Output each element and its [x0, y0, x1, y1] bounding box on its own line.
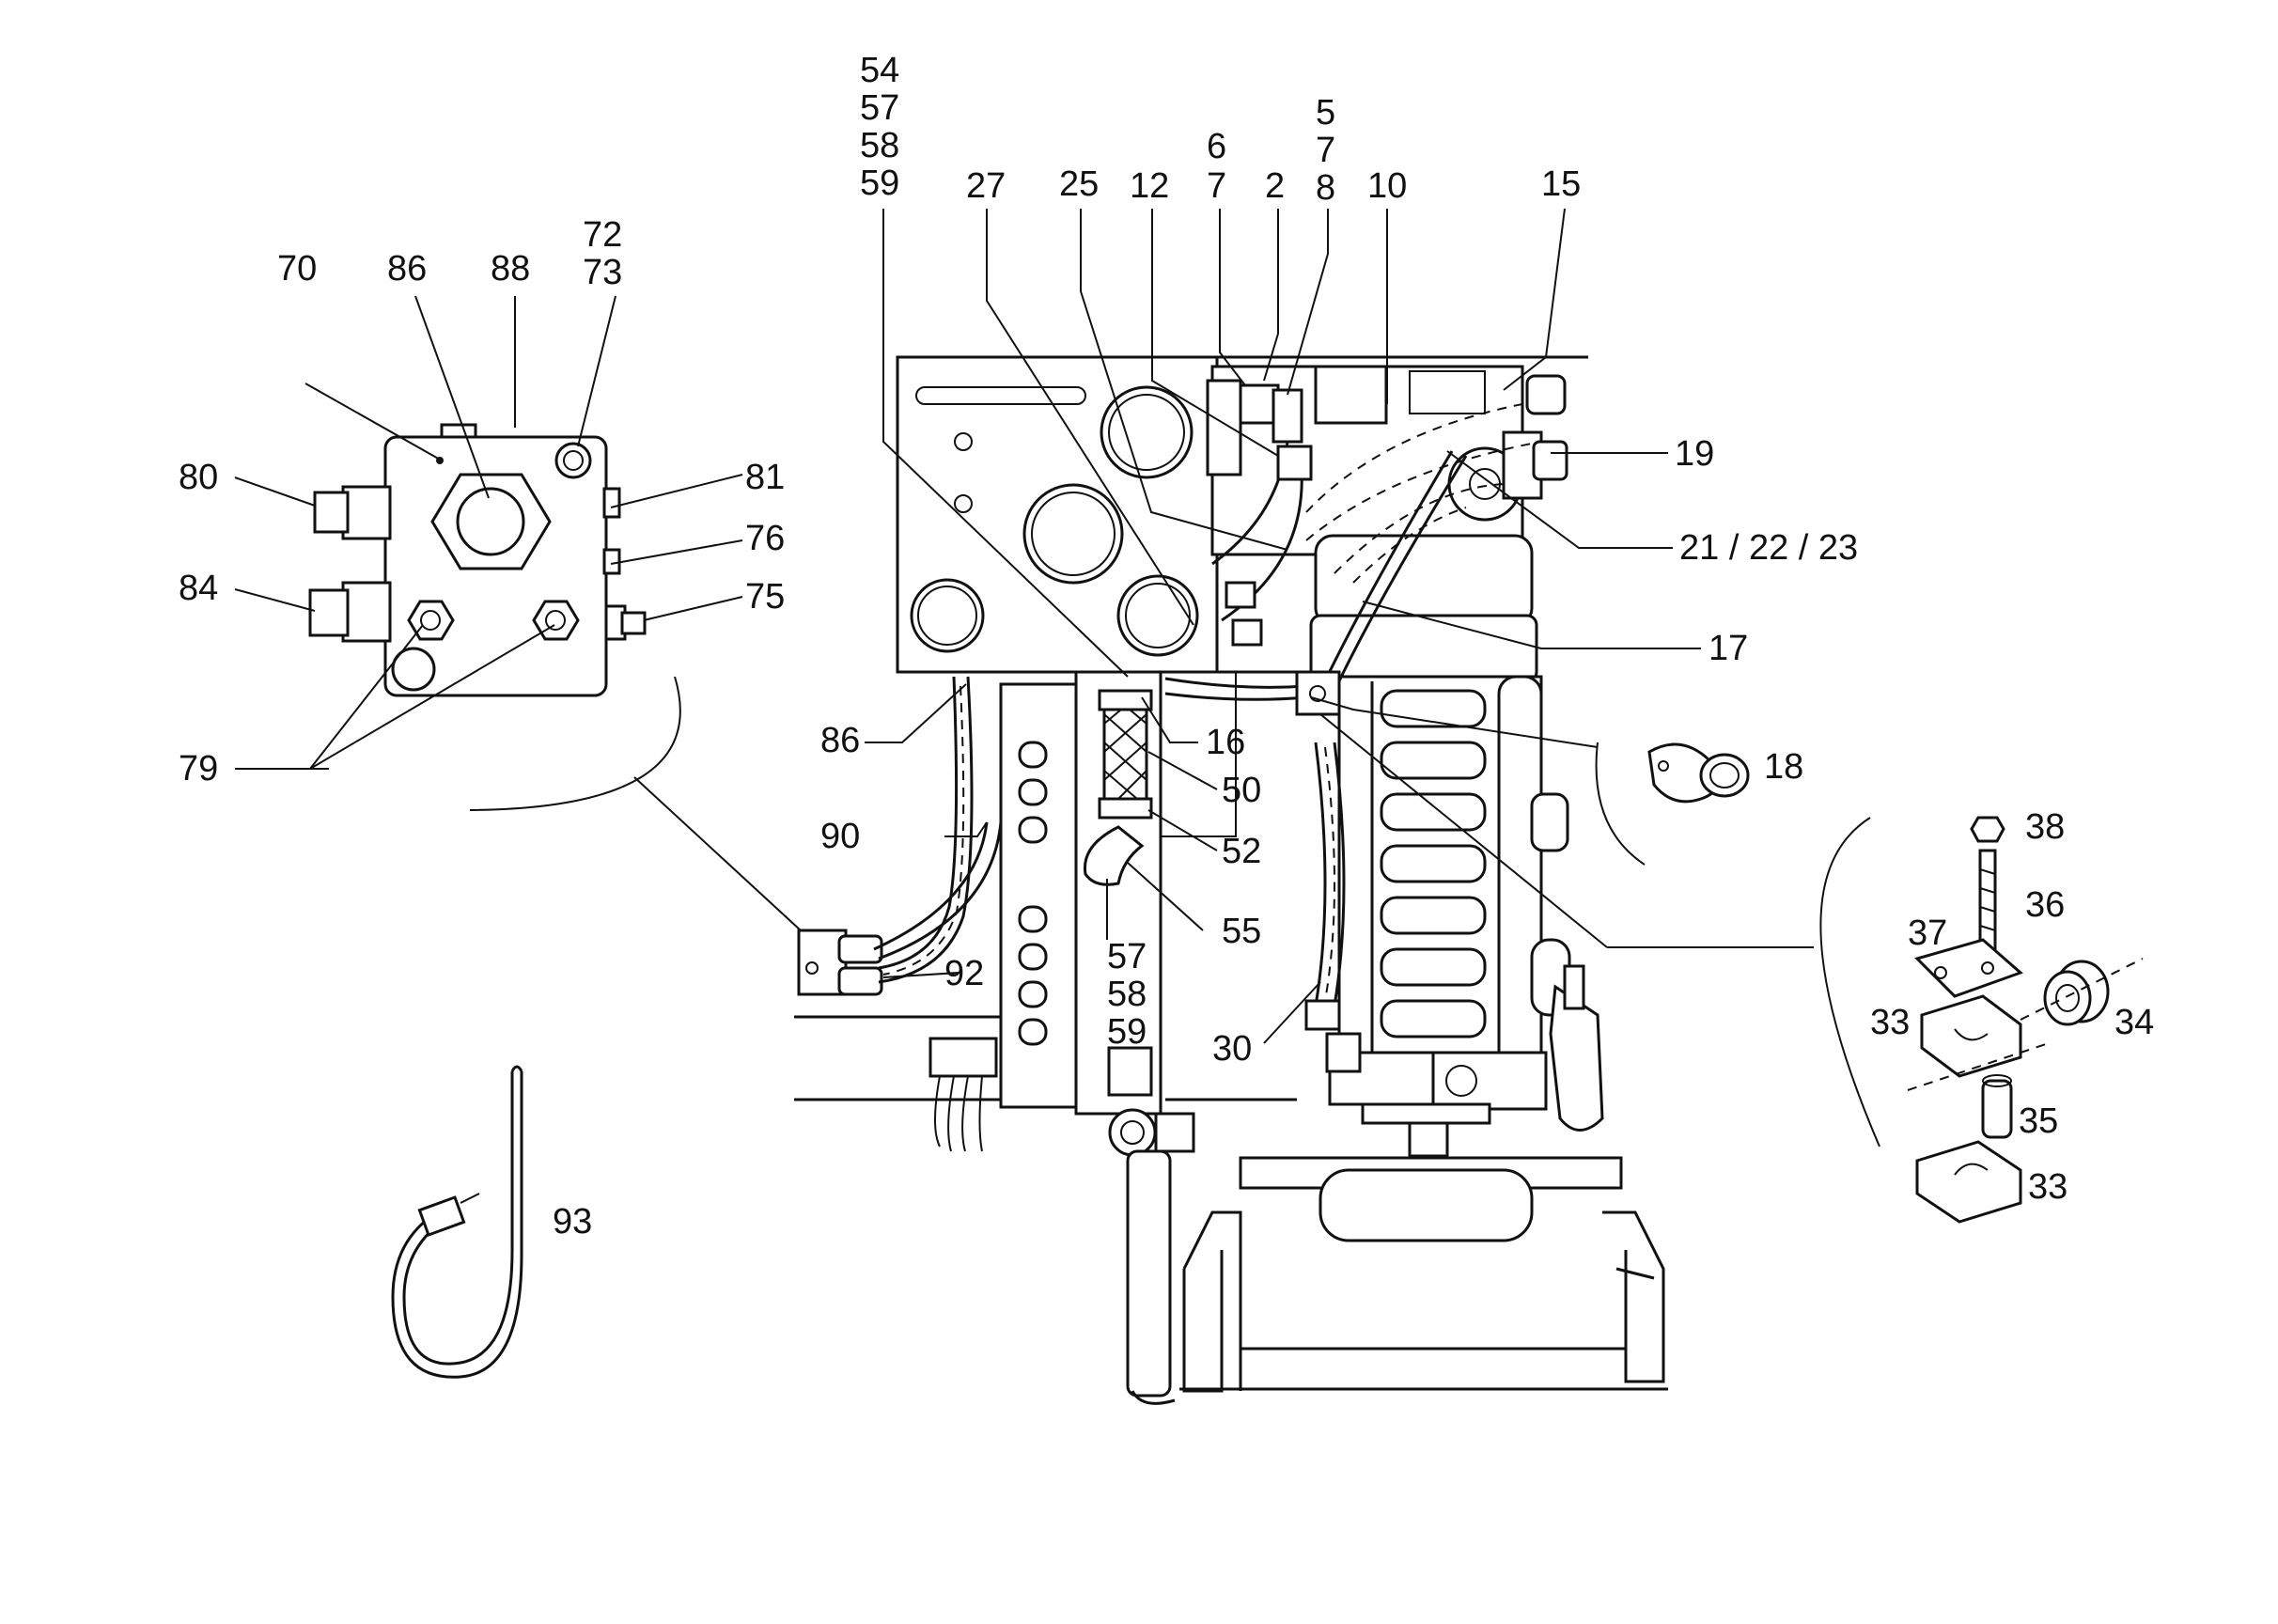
label-59-lower: 59 [1107, 1012, 1147, 1052]
label-7-right: 7 [1316, 131, 1335, 170]
label-58-lower: 58 [1107, 975, 1147, 1014]
label-2: 2 [1265, 166, 1285, 206]
label-86-top: 86 [387, 249, 427, 289]
label-15: 15 [1541, 164, 1581, 204]
label-5: 5 [1316, 93, 1335, 133]
valve-block-detail [308, 423, 647, 697]
label-75: 75 [745, 577, 785, 617]
label-19: 19 [1675, 434, 1714, 474]
label-58-top: 58 [860, 126, 899, 165]
label-54: 54 [860, 51, 899, 90]
label-80: 80 [179, 458, 218, 497]
label-30: 30 [1212, 1029, 1252, 1069]
label-7-left: 7 [1207, 166, 1226, 206]
leader-lines [234, 208, 1880, 1148]
label-52: 52 [1222, 832, 1261, 871]
label-27: 27 [966, 166, 1006, 206]
label-8: 8 [1316, 168, 1335, 208]
label-33-upper: 33 [1870, 1003, 1910, 1042]
detail-arc-left [469, 676, 681, 811]
label-86-lower: 86 [820, 721, 860, 760]
label-72: 72 [583, 215, 622, 255]
label-70: 70 [277, 249, 317, 289]
label-88: 88 [491, 249, 530, 289]
label-79: 79 [179, 749, 218, 789]
label-38: 38 [2025, 807, 2065, 847]
label-81: 81 [745, 458, 785, 497]
label-21-22-23: 21 / 22 / 23 [1679, 528, 1858, 568]
hose-bracket [797, 929, 883, 996]
label-10: 10 [1367, 166, 1407, 206]
label-93: 93 [553, 1202, 592, 1241]
label-12: 12 [1130, 166, 1169, 206]
label-50: 50 [1222, 771, 1261, 810]
mounting-detail [1907, 816, 2144, 1224]
clamp-18 [1647, 742, 1750, 804]
label-17: 17 [1708, 629, 1748, 668]
label-34: 34 [2114, 1003, 2154, 1042]
label-36: 36 [2025, 885, 2065, 925]
label-37: 37 [1908, 914, 1947, 953]
label-73: 73 [583, 253, 622, 292]
label-35: 35 [2019, 1101, 2058, 1141]
label-92: 92 [944, 954, 984, 993]
label-55: 55 [1222, 912, 1261, 951]
label-90: 90 [820, 817, 860, 856]
label-76: 76 [745, 519, 785, 558]
label-57-top: 57 [860, 88, 899, 128]
label-84: 84 [179, 569, 218, 608]
label-16: 16 [1206, 723, 1245, 762]
part-labels: 54 57 58 59 5 7 8 6 7 2 27 25 12 10 15 7… [179, 51, 2154, 1241]
label-57-lower: 57 [1107, 937, 1147, 976]
cable-tie-93 [391, 1065, 523, 1379]
label-25: 25 [1059, 164, 1099, 204]
main-assembly [794, 355, 1668, 1405]
detail-leader-left [633, 776, 814, 943]
label-59-top: 59 [860, 164, 899, 203]
label-33-lower: 33 [2028, 1167, 2067, 1207]
label-18: 18 [1764, 747, 1803, 787]
label-6: 6 [1207, 127, 1226, 166]
